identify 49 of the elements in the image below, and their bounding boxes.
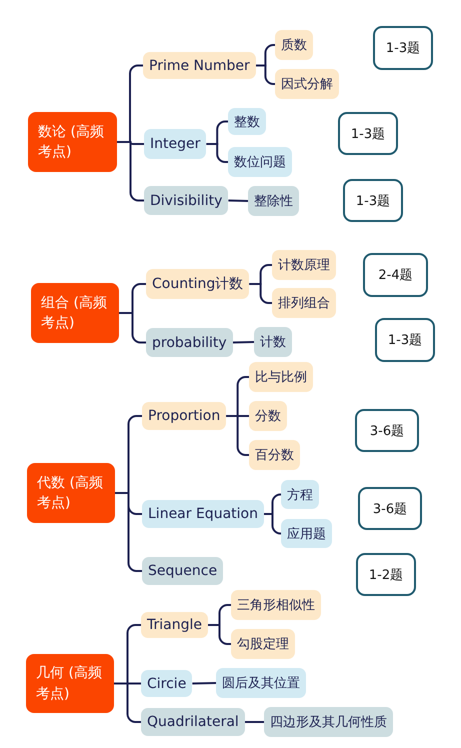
question-count-box: 1-3题: [375, 318, 435, 362]
connector-line: [264, 513, 282, 534]
connector-line: [206, 143, 228, 163]
topic-box: 数论 (高频考点): [28, 112, 117, 172]
subtopic-box: Circie: [141, 670, 192, 697]
subtopic-box: Triangle: [141, 612, 208, 638]
detail-box: 比与比例: [249, 362, 313, 392]
detail-box: 勾股定理: [231, 629, 295, 659]
question-count-box: 1-3题: [338, 112, 398, 155]
topic-box: 代数 (高频考点): [27, 463, 115, 523]
detail-box: 排列组合: [272, 288, 336, 318]
subtopic-box: probability: [146, 328, 233, 357]
detail-box: 整数: [228, 108, 266, 135]
subtopic-box: Linear Equation: [142, 500, 264, 528]
question-count-box: 3-6题: [358, 487, 422, 530]
connector-line: [228, 200, 248, 202]
question-count-box: 1-2题: [356, 553, 416, 596]
subtopic-box: Prime Number: [143, 52, 256, 79]
question-count-box: 1-3题: [373, 26, 433, 70]
question-count-box: 3-6题: [355, 409, 419, 452]
question-count-box: 1-3题: [343, 179, 403, 222]
detail-box: 三角形相似性: [231, 590, 321, 620]
detail-box: 四边形及其几何性质: [264, 707, 393, 737]
detail-box: 百分数: [249, 440, 300, 470]
subtopic-box: Quadrilateral: [141, 708, 245, 736]
detail-box: 方程: [281, 480, 319, 509]
detail-box: 分数: [249, 401, 287, 431]
detail-box: 整除性: [248, 186, 299, 216]
detail-box: 计数: [254, 327, 292, 357]
detail-box: 数位问题: [228, 147, 292, 177]
connector-line: [256, 64, 275, 85]
detail-box: 质数: [275, 30, 313, 60]
connector-line: [249, 283, 272, 304]
detail-box: 计数原理: [272, 250, 336, 280]
subtopic-box: Proportion: [142, 402, 226, 430]
connector-line: [226, 415, 249, 456]
detail-box: 因式分解: [275, 69, 339, 99]
connector-line: [244, 721, 264, 723]
connector-line: [232, 341, 254, 344]
topic-box: 几何 (高频考点): [26, 654, 114, 713]
subtopic-box: Counting计数: [146, 269, 250, 299]
connector-line: [192, 682, 216, 684]
question-count-box: 2-4题: [363, 253, 428, 297]
subtopic-box: Sequence: [142, 557, 224, 585]
subtopic-box: Integer: [144, 129, 206, 159]
topic-box: 组合 (高频考点): [31, 283, 119, 343]
detail-box: 应用题: [281, 519, 332, 548]
detail-box: 圆后及其位置: [216, 668, 306, 698]
subtopic-box: Divisibility: [144, 186, 228, 215]
